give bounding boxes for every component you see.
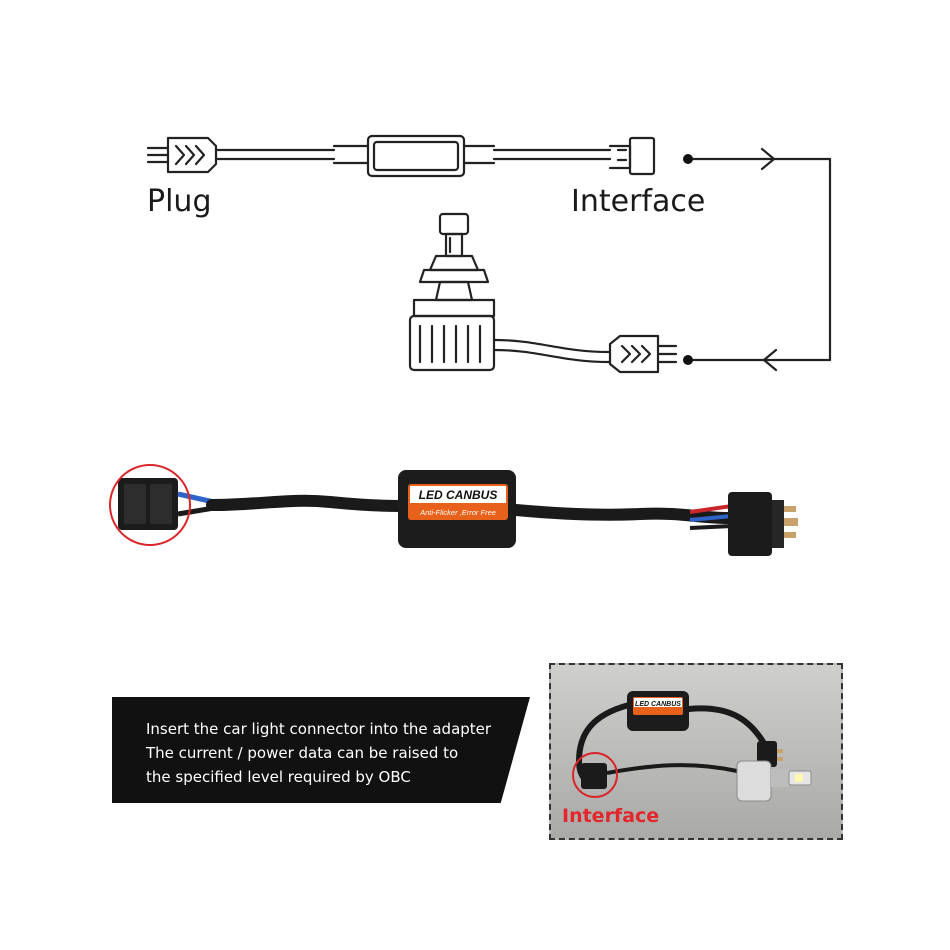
left-socket: [118, 478, 215, 530]
canbus-adapter-illustration: LED CANBUS Anti-Flicker ,Error Free: [109, 464, 798, 556]
plug-connector: [146, 136, 218, 174]
info-text: Insert the car light connector into the …: [146, 717, 491, 789]
connection-dot-top: [683, 154, 693, 164]
left-cable: [206, 494, 406, 512]
canbus-box-outline: [332, 134, 496, 178]
cable-plug-to-box: [214, 148, 336, 161]
interface-label: Interface: [571, 184, 706, 219]
info-line: The current / power data can be raised t…: [146, 744, 459, 762]
wiring-diagram: [146, 134, 832, 374]
canbus-module-brand: LED CANBUS: [419, 488, 498, 502]
red-wire: [689, 504, 733, 514]
canbus-module-tagline: Anti-Flicker ,Error Free: [419, 508, 496, 517]
photo-illustration: LED CANBUS: [551, 665, 841, 838]
canbus-module: LED CANBUS Anti-Flicker ,Error Free: [398, 470, 516, 548]
photo-inset: LED CANBUS Interface: [549, 663, 843, 840]
interface-highlight-circle: [109, 464, 191, 546]
photo-interface-label: Interface: [562, 805, 660, 827]
arrow-left-icon: [762, 348, 778, 372]
plug-label: Plug: [147, 184, 212, 219]
black-wire: [689, 524, 733, 530]
interface-socket: [608, 136, 656, 176]
led-bulb: [408, 212, 496, 372]
h4-plug: [728, 492, 798, 556]
bulb-plug: [608, 334, 678, 374]
photo-module-brand: LED CANBUS: [635, 701, 681, 708]
info-line: the specified level required by OBC: [146, 768, 411, 786]
cable-box-to-interface: [492, 148, 612, 161]
connection-loop: [688, 147, 832, 372]
info-banner: Insert the car light connector into the …: [112, 697, 530, 803]
right-cable: [510, 504, 734, 524]
blue-wire: [689, 514, 733, 522]
connection-dot-bottom: [683, 355, 693, 365]
bulb-cable: [492, 338, 612, 364]
arrow-right-icon: [760, 147, 776, 171]
info-line: Insert the car light connector into the …: [146, 720, 492, 738]
